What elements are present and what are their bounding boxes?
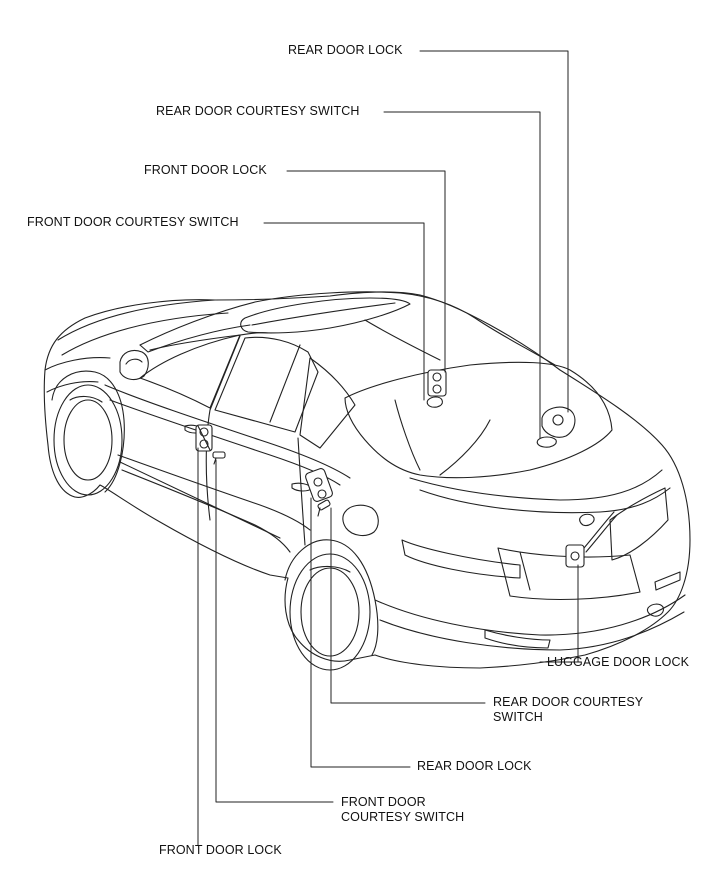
leader-front-door-courtesy-switch-bottom <box>215 459 334 803</box>
label-rear-door-lock-bottom: REAR DOOR LOCK <box>417 759 532 773</box>
label-rear-door-courtesy-switch-top: REAR DOOR COURTESY SWITCH <box>156 104 360 118</box>
leader-rear-door-lock-top <box>419 50 569 413</box>
leader-front-door-lock-top <box>286 170 446 373</box>
label-luggage-door-lock: LUGGAGE DOOR LOCK <box>547 655 690 669</box>
component-rear-door-courtesy-switch-far <box>536 436 557 448</box>
leader-front-door-courtesy-switch-top <box>263 222 425 401</box>
leader-rear-door-courtesy-switch-top <box>383 111 541 439</box>
component-front-door-courtesy-switch-far <box>426 396 443 408</box>
component-front-door-lock-near <box>195 424 213 452</box>
component-rear-door-courtesy-switch-near <box>317 499 331 517</box>
label-front-door-lock-top: FRONT DOOR LOCK <box>144 163 267 177</box>
label-front-door-courtesy-switch-top: FRONT DOOR COURTESY SWITCH <box>27 215 239 229</box>
component-front-door-courtesy-switch-near <box>212 451 226 465</box>
component-front-door-lock-far <box>427 369 447 397</box>
leader-luggage-door-lock <box>539 564 579 663</box>
component-luggage-door-lock <box>565 511 618 568</box>
label-rear-door-courtesy-switch-bottom: REAR DOOR COURTESY SWITCH <box>493 695 643 725</box>
label-rear-door-lock-top: REAR DOOR LOCK <box>288 43 403 57</box>
car-rear <box>374 469 686 651</box>
label-line: SWITCH <box>493 710 543 724</box>
component-rear-door-lock-near <box>305 468 333 502</box>
label-front-door-lock-bottom: FRONT DOOR LOCK <box>159 843 282 857</box>
label-front-door-courtesy-switch-bottom: FRONT DOOR COURTESY SWITCH <box>341 795 464 825</box>
car-body-outline <box>43 291 691 669</box>
leader-lines <box>197 50 579 846</box>
leader-rear-door-courtesy-switch-bottom <box>330 507 486 704</box>
car-roof-and-windows <box>139 291 613 479</box>
component-rear-door-lock-far <box>541 406 576 438</box>
leader-rear-door-lock-bottom <box>310 497 411 768</box>
car-wheels <box>53 384 371 671</box>
label-line: COURTESY SWITCH <box>341 810 465 824</box>
label-line: REAR DOOR COURTESY <box>493 695 644 709</box>
car-side-panels <box>104 349 379 553</box>
label-line: FRONT DOOR <box>341 795 426 809</box>
